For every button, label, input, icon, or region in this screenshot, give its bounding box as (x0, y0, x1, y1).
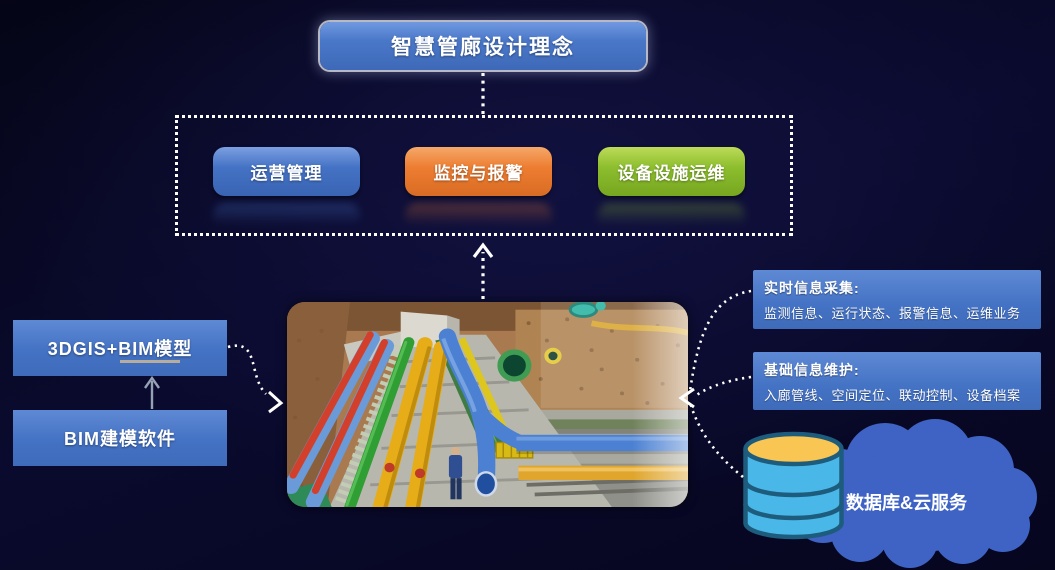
concept-box-operations: 运营管理 (213, 147, 360, 196)
connector-model-to-image (227, 344, 267, 395)
database-icon (743, 431, 844, 540)
reflection (405, 203, 552, 231)
arrowhead-gray-up-icon (144, 375, 160, 389)
cloud-icon (793, 419, 1037, 568)
arrowhead-up-icon (472, 242, 494, 258)
concept-box-monitoring: 监控与报警 (405, 147, 552, 196)
arrowhead-right-icon (267, 390, 284, 414)
realtime-info-box: 实时信息采集: 监测信息、运行状态、报警信息、运维业务 (753, 270, 1041, 329)
cloud-label: 数据库&云服务 (846, 492, 968, 513)
connector-basic-to-image (693, 375, 752, 399)
reflection (213, 203, 360, 231)
basic-info-title: 基础信息维护: (764, 362, 860, 378)
worker-figure (448, 446, 463, 500)
pipe-corridor-scene (287, 302, 688, 507)
concept-group-border (175, 115, 793, 236)
bim-software-box: BIM建模软件 (13, 410, 227, 466)
page-title: 智慧管廊设计理念 (320, 22, 646, 70)
cloud-service-group: 数据库&云服务 (720, 415, 1040, 570)
model-underline (120, 360, 180, 363)
basic-info-box: 基础信息维护: 入廊管线、空间定位、联动控制、设备档案 (753, 352, 1041, 410)
connector-realtime-to-image (688, 289, 752, 392)
pipe-corridor-3d-render (287, 302, 688, 507)
colored-pipes (287, 331, 449, 507)
realtime-info-title: 实时信息采集: (764, 280, 860, 296)
edge-fade (632, 302, 688, 507)
reflection (598, 203, 745, 231)
concept-box-facilities: 设备设施运维 (598, 147, 745, 196)
realtime-info-detail: 监测信息、运行状态、报警信息、运维业务 (764, 306, 1021, 321)
bim-model-box: 3DGIS+BIM模型 (13, 320, 227, 376)
basic-info-detail: 入廊管线、空间定位、联动控制、设备档案 (764, 388, 1021, 403)
